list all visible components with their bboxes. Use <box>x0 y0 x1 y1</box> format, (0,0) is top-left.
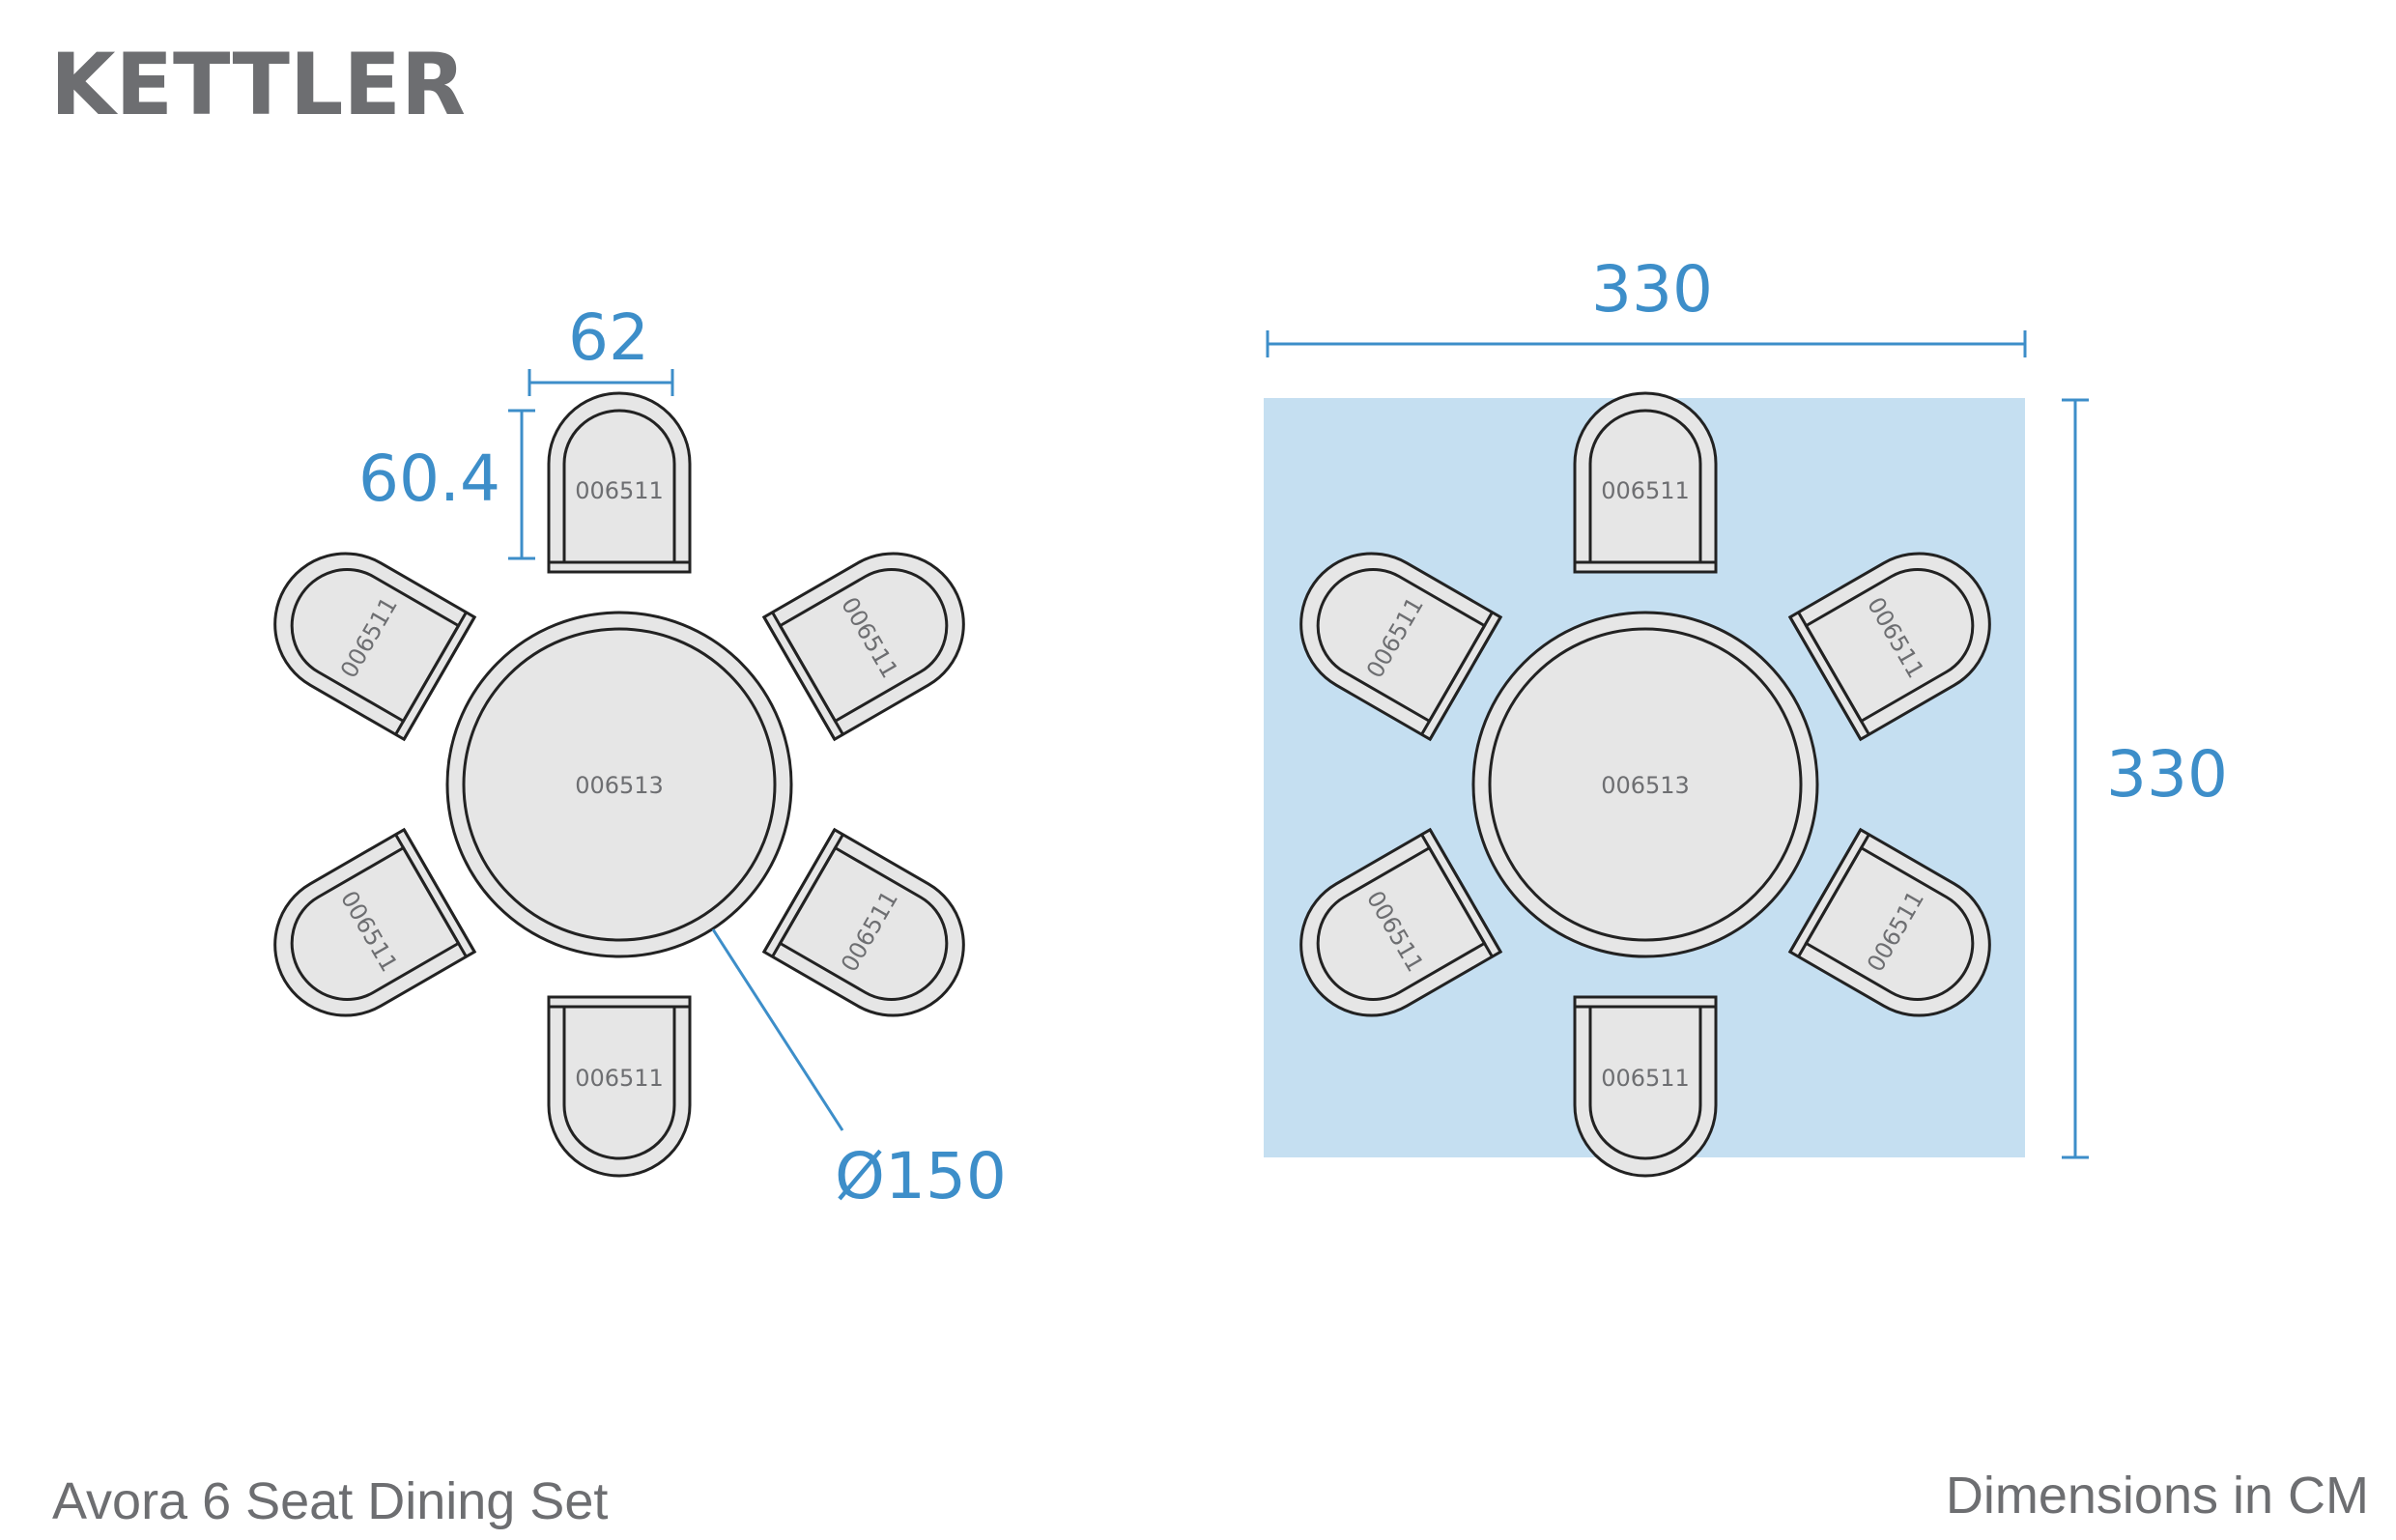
product-name: Avora 6 Seat Dining Set <box>52 1472 608 1530</box>
chair-code: 006511 <box>575 1065 664 1092</box>
chair-depth-label: 60.4 <box>358 442 500 516</box>
table-diameter-label: Ø150 <box>835 1139 1007 1213</box>
table-diameter-leader <box>711 928 844 1131</box>
chair-code: 006511 <box>1601 1065 1690 1092</box>
chair-right-top-right: 006511 <box>1788 526 2017 741</box>
overall-depth-dimension <box>2062 398 2089 1159</box>
chair-width-dimension <box>528 369 674 396</box>
chair-code: 006511 <box>575 477 664 504</box>
units-note: Dimensions in CM <box>1946 1467 2369 1525</box>
chair-right-top: 006511 <box>1573 391 1718 574</box>
chair-width-label: 62 <box>568 300 649 375</box>
table-right: 006513 <box>1471 611 1819 958</box>
right-plan-view: 006513 006511 006511 006511 006511 00651… <box>1264 252 2228 1178</box>
table-code-left: 006513 <box>575 772 664 799</box>
left-plan-view: 006513 006511 006511 006511 006511 00651… <box>247 300 1007 1213</box>
chair-right-bottom: 006511 <box>1573 995 1718 1178</box>
chair-depth-dimension <box>508 409 535 560</box>
chair-left-bottom-right: 006511 <box>762 828 991 1043</box>
overall-width-dimension <box>1266 330 2027 357</box>
table-code-right: 006513 <box>1601 772 1690 799</box>
overall-width-label: 330 <box>1591 252 1713 327</box>
chair-right-bottom-left: 006511 <box>1273 828 1502 1043</box>
chair-code: 006511 <box>1601 477 1690 504</box>
chair-left-top: 006511 <box>547 391 692 574</box>
chair-left-top-left: 006511 <box>247 526 476 741</box>
chair-left-bottom-left: 006511 <box>247 828 476 1043</box>
chair-right-top-left: 006511 <box>1273 526 1502 741</box>
chair-left-top-right: 006511 <box>762 526 991 741</box>
kettler-logo: KETTLER <box>50 35 466 134</box>
chair-right-bottom-right: 006511 <box>1788 828 2017 1043</box>
overall-depth-label: 330 <box>2106 737 2228 812</box>
chair-left-bottom: 006511 <box>547 995 692 1178</box>
table-left: 006513 <box>445 611 793 958</box>
